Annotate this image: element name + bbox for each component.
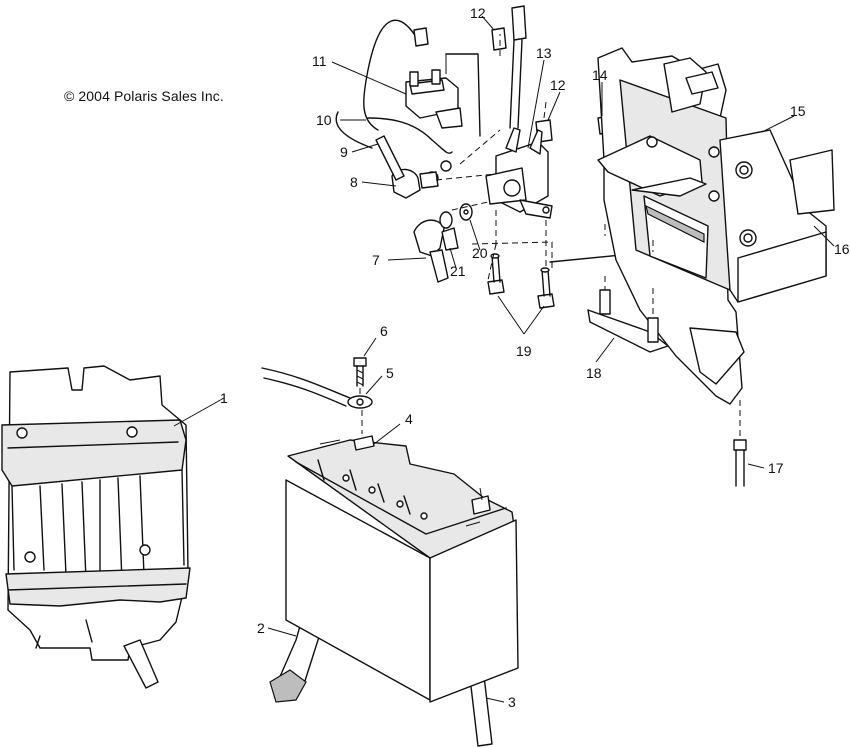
part-battery-cable bbox=[261, 357, 373, 434]
callout-7: 7 bbox=[372, 252, 380, 268]
callout-2: 2 bbox=[257, 620, 265, 636]
callout-8: 8 bbox=[350, 174, 358, 190]
callout-21: 21 bbox=[450, 263, 466, 279]
part-bolts bbox=[487, 253, 555, 309]
callout-12-right: 12 bbox=[550, 77, 566, 93]
part-mounting-plate bbox=[587, 224, 669, 353]
leader-lines bbox=[173, 15, 835, 703]
callout-20: 20 bbox=[472, 245, 488, 261]
part-mounting-bracket bbox=[597, 47, 835, 405]
part-solenoid-cap-and-wire bbox=[335, 19, 481, 199]
callout-3: 3 bbox=[508, 694, 516, 710]
callout-17: 17 bbox=[768, 460, 784, 476]
callout-10: 10 bbox=[316, 112, 332, 128]
callout-12-top: 12 bbox=[470, 5, 486, 21]
callout-18: 18 bbox=[586, 365, 602, 381]
callout-14: 14 bbox=[592, 67, 608, 83]
callout-19: 19 bbox=[516, 343, 532, 359]
callout-5: 5 bbox=[386, 365, 394, 381]
part-terminal-boot bbox=[413, 219, 449, 283]
callout-4: 4 bbox=[405, 411, 413, 427]
callout-11: 11 bbox=[312, 53, 327, 69]
callout-6: 6 bbox=[380, 323, 388, 339]
copyright-notice: © 2004 Polaris Sales Inc. bbox=[64, 88, 224, 104]
part-battery bbox=[285, 435, 519, 703]
part-pin bbox=[733, 400, 747, 487]
part-battery-tray bbox=[1, 365, 191, 689]
callout-15: 15 bbox=[790, 103, 806, 119]
callout-13: 13 bbox=[536, 45, 552, 61]
callout-16: 16 bbox=[834, 241, 850, 257]
part-nuts-washers bbox=[419, 171, 473, 251]
part-solenoid bbox=[485, 5, 553, 219]
callouts: 1 2 3 4 5 6 7 8 9 10 11 12 12 13 14 15 1… bbox=[220, 5, 850, 710]
callout-9: 9 bbox=[340, 144, 348, 160]
callout-1: 1 bbox=[220, 390, 228, 406]
